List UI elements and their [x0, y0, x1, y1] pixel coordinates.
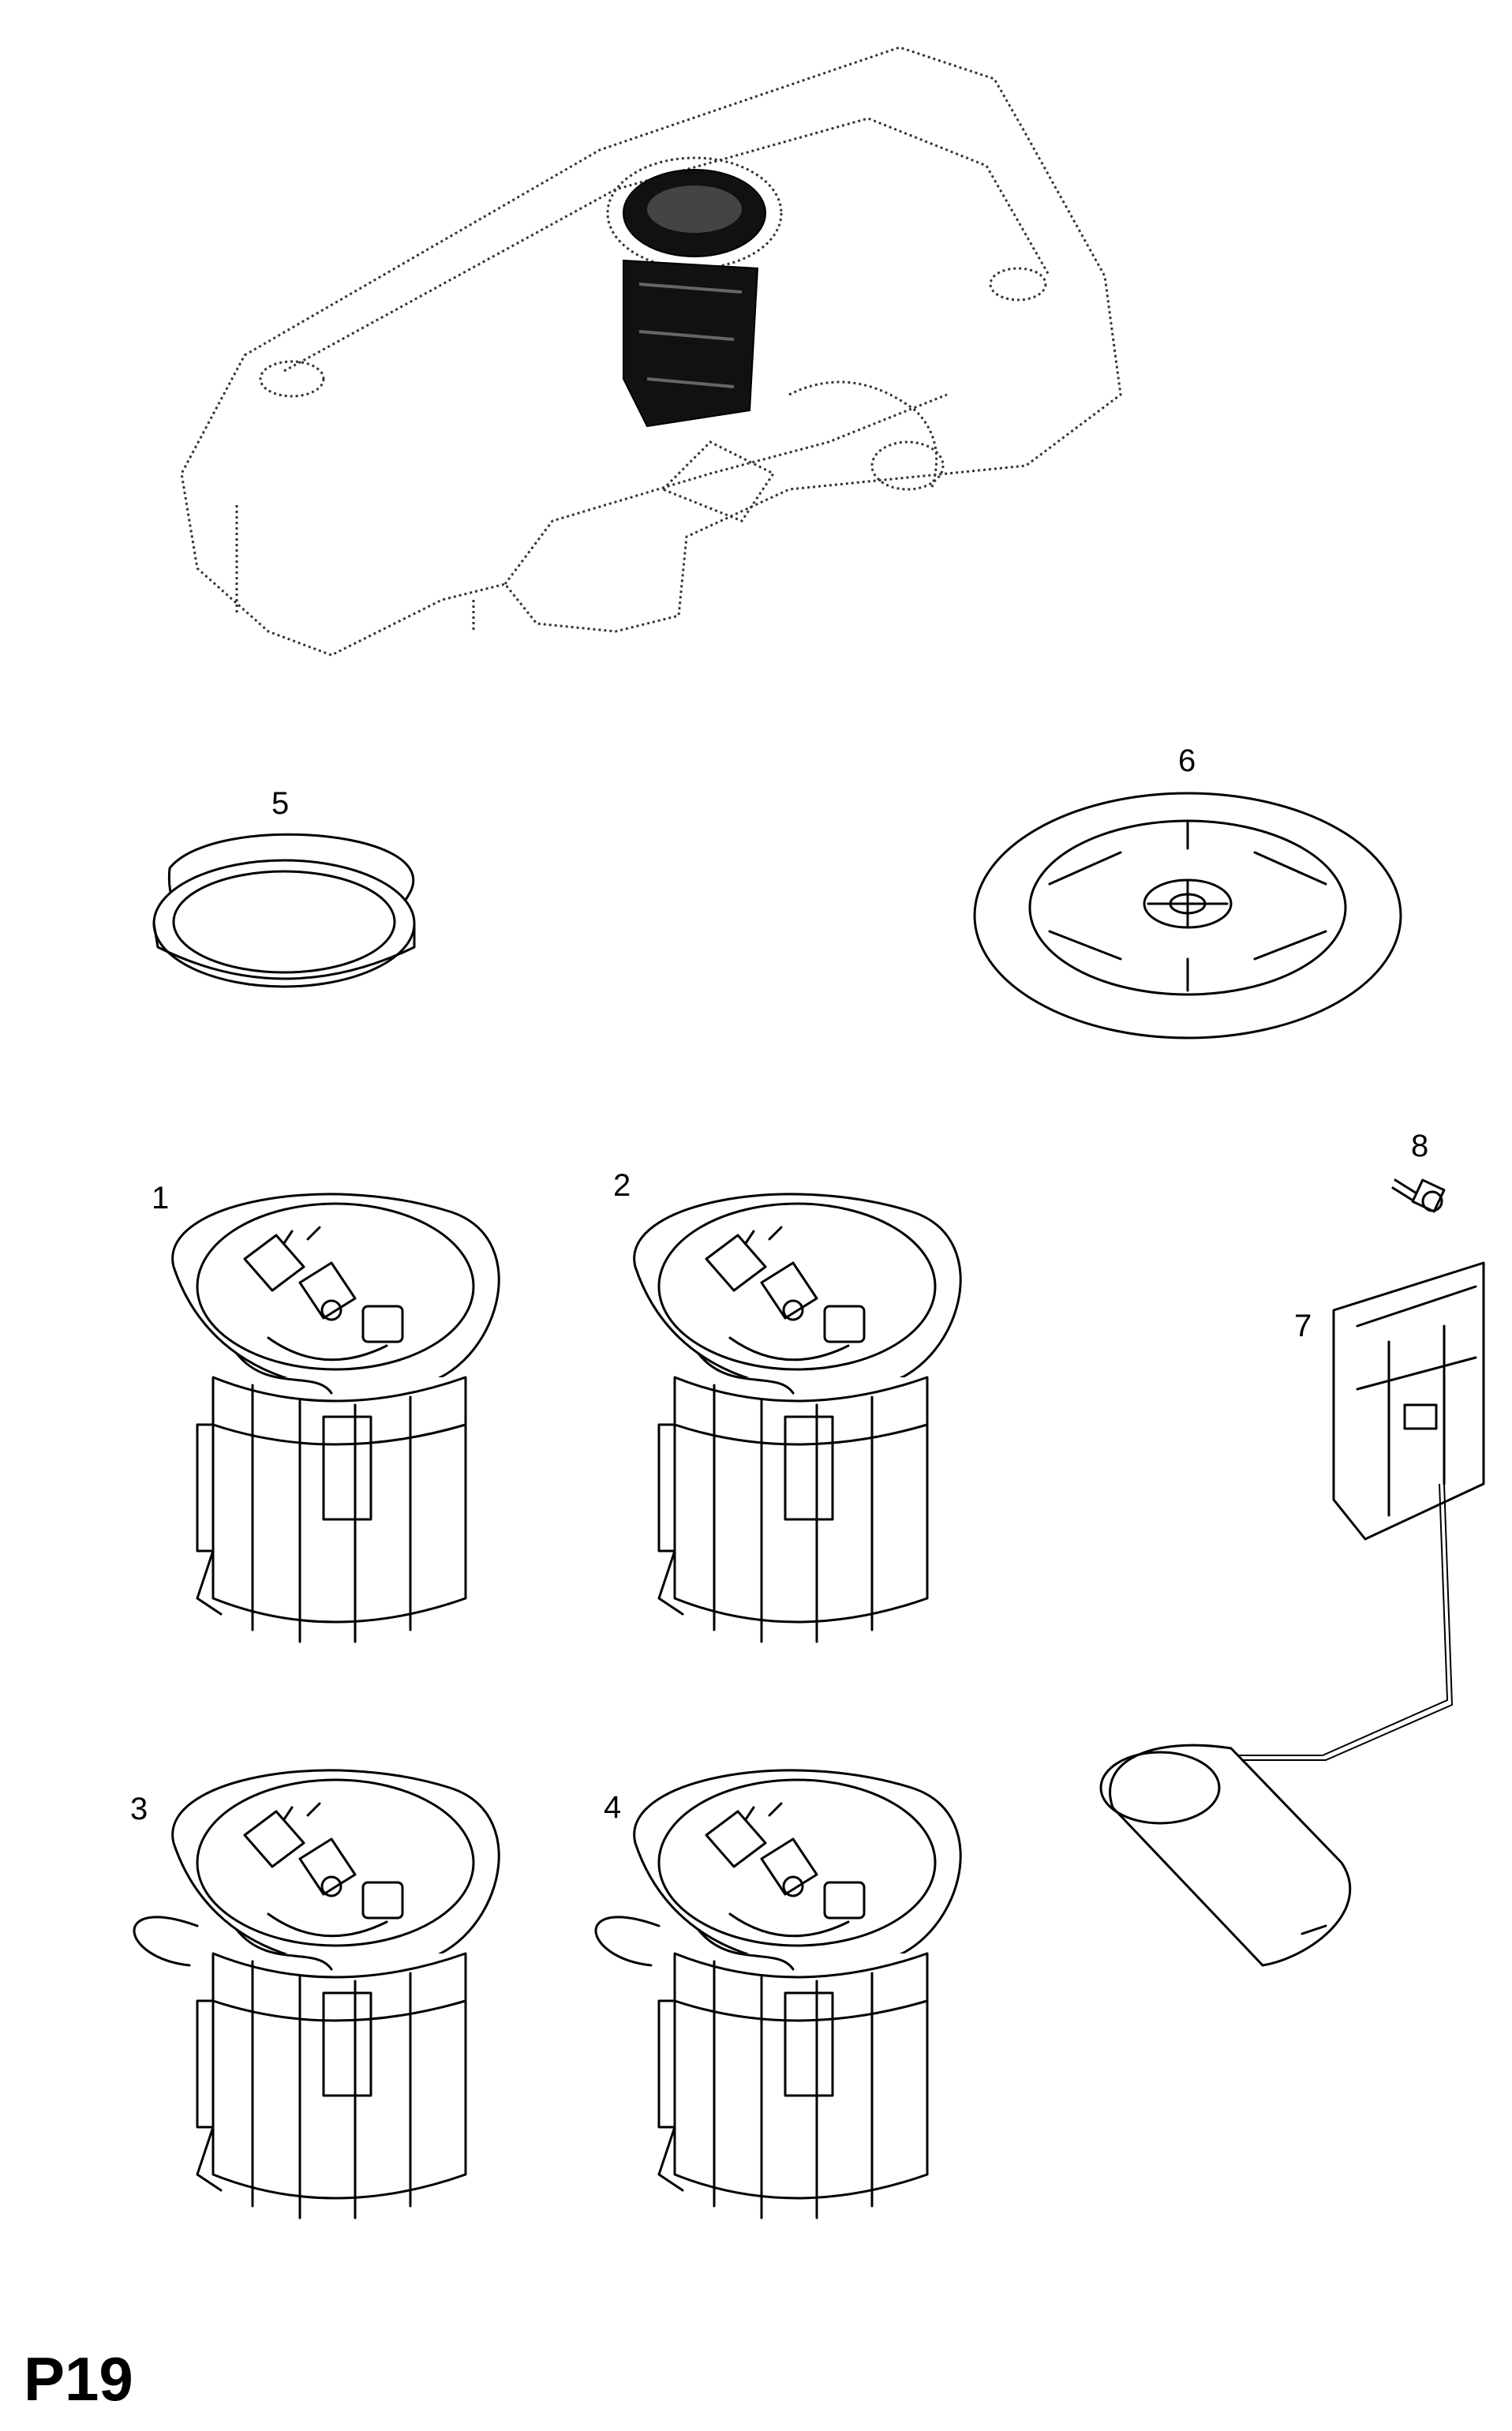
- screw-8: [1391, 1178, 1446, 1213]
- seal-ring-5: [152, 833, 416, 988]
- callout-4: 4: [604, 1790, 622, 1825]
- callout-6: 6: [1178, 744, 1196, 778]
- page-code: P19: [24, 2344, 133, 2414]
- callout-5: 5: [271, 786, 290, 821]
- callout-7: 7: [1294, 1309, 1312, 1343]
- fuel-pump-module-4: [594, 1769, 962, 2219]
- cover-plate-6: [973, 792, 1402, 1039]
- fuel-pump-module-2: [633, 1193, 962, 1643]
- callout-8: 8: [1411, 1129, 1429, 1163]
- callout-1: 1: [152, 1181, 170, 1216]
- level-sender-7: [1099, 1261, 1485, 1967]
- fuel-pump-module-1: [171, 1193, 500, 1643]
- callout-3: 3: [130, 1792, 148, 1826]
- callout-2: 2: [613, 1168, 631, 1203]
- fuel-pump-module-3: [133, 1769, 500, 2219]
- tank-pump-module: [623, 169, 766, 428]
